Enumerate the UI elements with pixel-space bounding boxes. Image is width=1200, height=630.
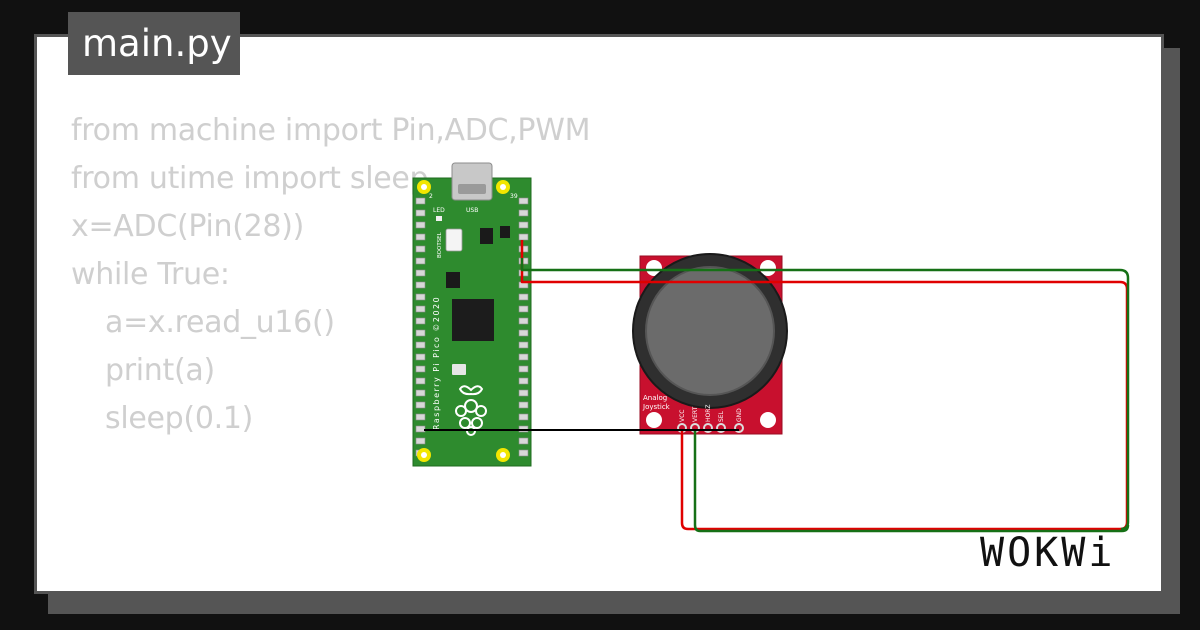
pico-mounting-holes bbox=[417, 180, 510, 462]
code-preview: from machine import Pin,ADC,PWM from utim… bbox=[71, 107, 590, 443]
file-tab[interactable]: main.py bbox=[68, 12, 240, 75]
regulator-chip bbox=[500, 226, 510, 238]
crystal-chip bbox=[446, 272, 460, 288]
bootsel-label: BOOTSEL bbox=[437, 231, 443, 258]
wires bbox=[424, 240, 1130, 533]
joystick-pin-label-vcc: VCC bbox=[679, 410, 686, 422]
code-line-1: from machine import Pin,ADC,PWM bbox=[71, 113, 591, 148]
joystick-pin-label-gnd: GND bbox=[736, 408, 743, 422]
code-line-3: x=ADC(Pin(28)) bbox=[71, 209, 305, 244]
pico-right-pins bbox=[518, 197, 529, 457]
wire-vert-bottom[interactable] bbox=[693, 430, 1130, 533]
joystick-hole-tl bbox=[646, 260, 662, 276]
usb-label: USB bbox=[466, 207, 478, 214]
usb-connector bbox=[451, 162, 493, 201]
pico-pin-right-number: 39 bbox=[510, 193, 518, 200]
code-line-2: from utime import sleep bbox=[71, 161, 429, 196]
joystick-pin-label-sel: SEL bbox=[718, 410, 725, 422]
code-line-5: a=x.read_u16() bbox=[105, 305, 335, 340]
joystick-pin-label-vert: VERT bbox=[692, 406, 699, 422]
joystick-title-line1: Analog bbox=[643, 394, 667, 402]
rp2040-chip bbox=[452, 299, 494, 341]
wokwi-logo: WOKWi bbox=[980, 530, 1115, 576]
bootsel-button[interactable] bbox=[445, 228, 463, 252]
flash-chip bbox=[480, 228, 493, 244]
project-card: from machine import Pin,ADC,PWM from utim… bbox=[34, 34, 1164, 594]
raspberry-pi-pico[interactable]: 2 39 LED USB BOOTSEL Raspberry Pi Pico ©… bbox=[412, 162, 532, 467]
joystick-hole-bl bbox=[646, 412, 662, 428]
code-line-4: while True: bbox=[71, 257, 230, 292]
pico-pin-left-number: 2 bbox=[429, 193, 433, 200]
code-line-6: print(a) bbox=[105, 353, 215, 388]
pico-test-pad bbox=[452, 364, 466, 375]
led-indicator bbox=[436, 216, 442, 221]
joystick-hole-br bbox=[760, 412, 776, 428]
joystick-hole-tr bbox=[760, 260, 776, 276]
board-label: Raspberry Pi Pico ©2020 bbox=[432, 296, 441, 430]
joystick-title-line2: Joystick bbox=[642, 403, 671, 411]
analog-joystick[interactable]: Analog Joystick VCC VERT HORZ SEL GND bbox=[632, 253, 788, 435]
joystick-knob[interactable] bbox=[645, 266, 775, 396]
wire-vcc[interactable] bbox=[520, 240, 1129, 531]
joystick-pin-label-horz: HORZ bbox=[705, 404, 712, 422]
led-label: LED bbox=[433, 207, 445, 214]
wire-vert-top[interactable] bbox=[520, 258, 1130, 531]
code-line-7: sleep(0.1) bbox=[105, 401, 254, 436]
